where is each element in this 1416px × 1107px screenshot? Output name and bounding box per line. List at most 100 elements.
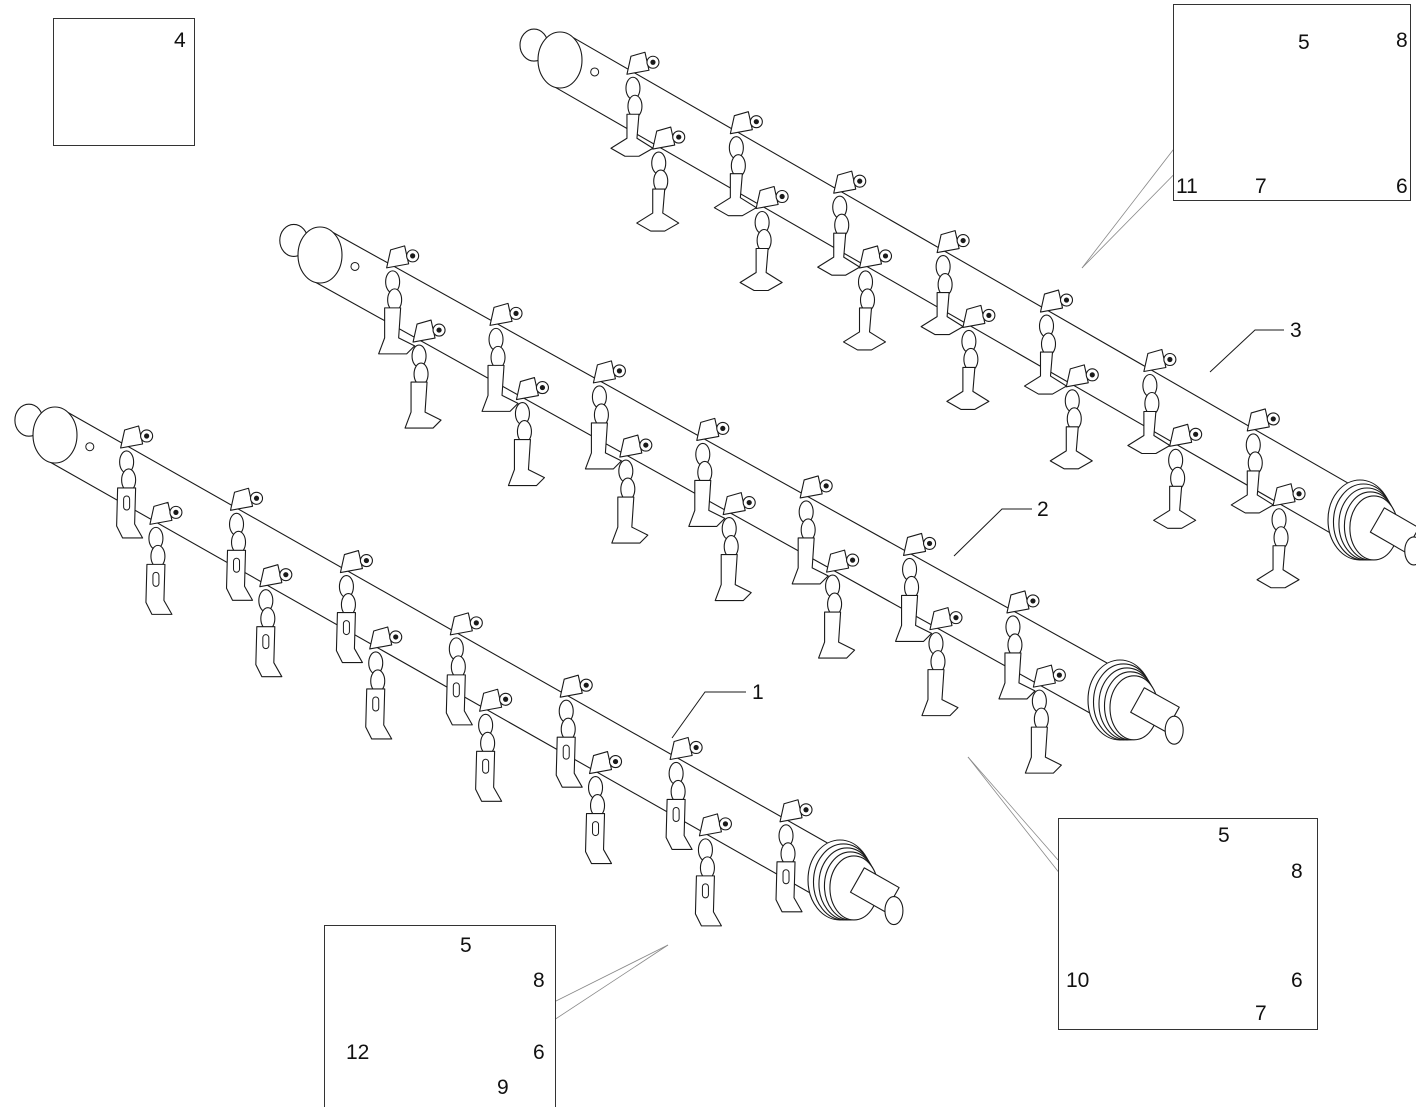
nut-hole — [823, 483, 829, 489]
mounting-lug — [962, 304, 986, 328]
blade-flail — [507, 439, 545, 487]
mounting-lug — [1143, 348, 1167, 373]
mounting-lug — [1169, 423, 1193, 447]
leader-line — [1209, 329, 1284, 373]
flail-assembly — [688, 417, 730, 527]
flail-assembly — [555, 674, 593, 788]
left-end-cap — [297, 226, 343, 284]
blade-flail — [404, 381, 442, 429]
flail-assembly — [791, 475, 833, 585]
nut-hole — [779, 193, 785, 200]
callout-rotor-3: 3 — [1290, 319, 1302, 342]
flail-assembly — [714, 492, 756, 602]
mounting-lug — [149, 501, 173, 525]
callout-knife-bushing: 8 — [1396, 29, 1408, 52]
flail-assembly — [475, 688, 513, 802]
leader-line — [671, 691, 746, 739]
grease-hole — [85, 442, 95, 452]
callout-hammer-bushing: 8 — [533, 969, 545, 992]
flail-assembly — [507, 377, 549, 487]
flail-assembly — [145, 501, 183, 615]
rotor-1 — [14, 403, 904, 927]
callout-blade-bushing: 8 — [1291, 860, 1303, 883]
mounting-lug — [412, 319, 436, 343]
nut-hole — [1270, 416, 1276, 422]
knife-flail — [1153, 485, 1197, 529]
mounting-lug — [1032, 664, 1056, 688]
mounting-lug — [559, 674, 583, 698]
callout-hammer-nut: 6 — [533, 1041, 545, 1064]
nut-hole — [720, 425, 726, 432]
nut-hole — [746, 499, 752, 506]
hammer-flail — [694, 875, 722, 927]
grease-hole — [350, 261, 360, 271]
flail-slot — [592, 821, 600, 837]
inset-leader — [967, 756, 1069, 885]
flail-assembly — [225, 487, 264, 601]
inset-leader — [553, 944, 669, 1003]
knife-flail — [842, 307, 887, 351]
nut-hole — [693, 744, 699, 751]
flail-assembly — [404, 319, 446, 429]
nut-hole — [650, 59, 656, 65]
nut-hole — [857, 178, 863, 184]
callout-knife-bolt: 5 — [1298, 31, 1310, 54]
knife-flail — [636, 188, 680, 232]
mounting-lug — [696, 417, 720, 441]
knife-flail — [920, 292, 964, 336]
mounting-lug — [489, 302, 513, 326]
mounting-lug — [936, 230, 960, 254]
nut-hole — [803, 807, 809, 813]
hammer-flail — [475, 750, 503, 802]
flail-assembly — [739, 185, 789, 292]
flail-assembly — [584, 360, 626, 470]
inset-leader — [967, 756, 1059, 861]
flail-slot — [262, 634, 270, 650]
mounting-lug — [229, 487, 254, 511]
nut-hole — [882, 253, 889, 259]
blade-flail — [921, 669, 959, 717]
callout-blade-flail: 10 — [1066, 969, 1090, 992]
blade-flail — [791, 537, 829, 585]
flail-slot — [342, 620, 350, 636]
flail-slot — [452, 682, 460, 698]
flail-assembly — [817, 170, 867, 276]
flail-assembly — [895, 532, 937, 642]
nut-hole — [539, 384, 546, 391]
mounting-lug — [339, 550, 363, 574]
nut-hole — [1063, 297, 1070, 303]
mounting-lug — [833, 170, 857, 194]
flail-assembly — [636, 126, 686, 232]
mounting-lug — [479, 688, 503, 712]
nut-hole — [753, 119, 759, 125]
flail-assembly — [1256, 483, 1306, 589]
nut-hole — [960, 237, 966, 244]
flail-slot — [152, 571, 160, 587]
hammer-flail — [255, 626, 283, 678]
mounting-lug — [755, 185, 779, 210]
shaft-end — [1164, 715, 1184, 745]
callout-knife-blade: 11 — [1176, 175, 1198, 198]
nut-hole — [616, 368, 623, 374]
hammer-flail — [365, 688, 393, 740]
hammer-flail — [584, 813, 613, 865]
mounting-lug — [515, 377, 539, 401]
flail-assembly — [610, 51, 660, 157]
mounting-lug — [1246, 408, 1270, 432]
mounting-lug — [626, 51, 650, 75]
blade-flail — [714, 554, 752, 602]
nut-hole — [1296, 491, 1302, 497]
mounting-lug — [826, 549, 850, 573]
blade-flail — [998, 652, 1036, 700]
flail-assembly — [611, 434, 653, 544]
knife-flail — [946, 366, 990, 410]
knife-flail — [1023, 351, 1068, 395]
flail-slot — [672, 806, 680, 822]
inset-knife-flail — [1173, 4, 1411, 201]
nut-hole — [1167, 356, 1173, 363]
callout-knife-nut: 6 — [1396, 175, 1408, 198]
blade-flail — [611, 496, 649, 544]
flail-assembly — [775, 799, 813, 913]
mounting-lug — [779, 799, 803, 823]
